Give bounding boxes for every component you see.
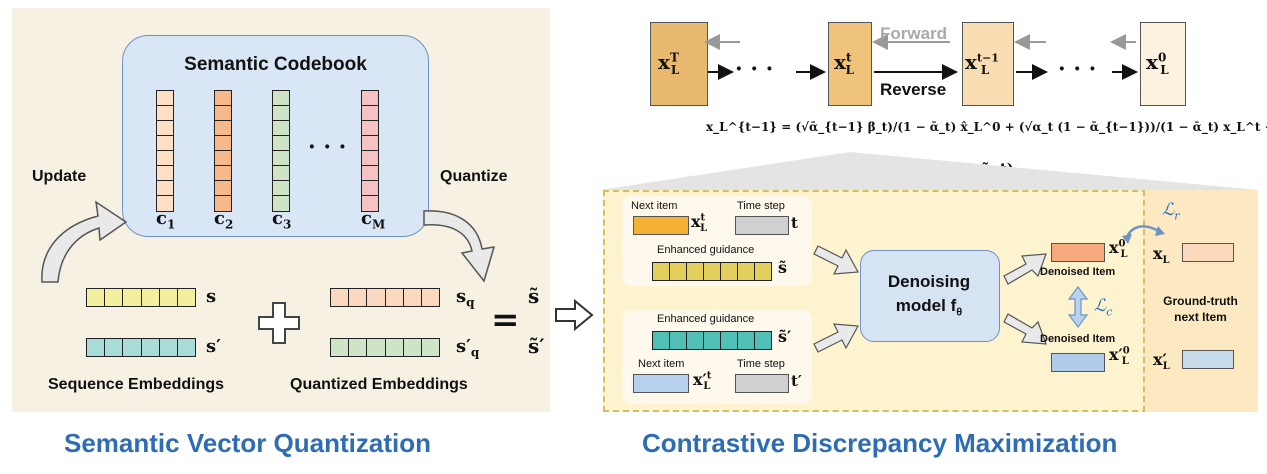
loss-c: ℒc <box>1094 296 1113 319</box>
denoised-item-box-2 <box>1051 353 1105 372</box>
label-xT: xTL <box>658 50 680 77</box>
codebook-dots: · · · <box>308 134 347 160</box>
contrastive-double-arrow <box>1068 286 1088 328</box>
ground-truth-box <box>1182 243 1234 262</box>
code-label-cM: cM <box>361 208 386 232</box>
equation-reverse-step: x_L^{t−1} = (√ᾱ_{t−1} β_t)/(1 − ᾱ_t) x̂_… <box>706 120 1267 134</box>
enhanced-guidance-label-2: Enhanced guidance <box>657 313 755 325</box>
label-xLt-input: xtL <box>691 212 708 235</box>
sequence-embedding-s <box>86 288 196 307</box>
label-s-prime: s′ <box>206 336 221 357</box>
state-x0 <box>1140 22 1186 106</box>
next-item-label: Next item <box>631 200 678 212</box>
denoising-model-line1: Denoising <box>887 272 971 291</box>
forward-label: Forward <box>880 24 948 43</box>
hollow-right-arrow <box>555 298 594 332</box>
reconstruction-arrow <box>1122 225 1165 244</box>
denoising-model-line2: model fθ <box>895 296 963 319</box>
code-label-c3: c3 <box>272 208 292 232</box>
quantize-label: Quantize <box>440 168 508 185</box>
code-vector-c1 <box>156 90 174 212</box>
semantic-vq-title: Semantic Vector Quantization <box>64 428 431 458</box>
time-step-box <box>735 216 789 235</box>
state-xt <box>828 22 872 106</box>
ground-truth-column <box>1143 190 1258 412</box>
label-s-tilde: s̃ <box>528 284 540 308</box>
update-arrow <box>41 200 128 283</box>
chain-dots-1: · · · <box>735 56 774 82</box>
label-s-tilde-prime: s̃′ <box>528 334 545 358</box>
denoised-item-box-1 <box>1051 243 1105 262</box>
sequence-embedding-s-prime <box>86 338 196 357</box>
label-t-prime: t′ <box>791 372 802 390</box>
guidance-s-tilde <box>652 262 772 281</box>
next-item-box-2 <box>633 374 689 393</box>
chain-dots-2: · · · <box>1058 56 1097 82</box>
guidance-s-tilde-prime <box>652 331 772 350</box>
next-item-box <box>633 216 689 235</box>
label-xhat-L0-prime: x′0L <box>1109 345 1130 368</box>
reverse-label: Reverse <box>880 80 947 99</box>
update-label: Update <box>32 168 87 185</box>
plus-icon <box>258 302 300 344</box>
quantized-embeddings-caption: Quantized Embeddings <box>290 376 468 393</box>
label-sq-prime: s′q <box>456 336 480 360</box>
ground-truth-label-2: next Item <box>1174 310 1227 324</box>
denoised-item-label-2: Denoised Item <box>1040 333 1116 345</box>
denoising-model <box>860 250 1000 342</box>
label-sq: sq <box>456 286 475 310</box>
label-xLt-prime-input: x′tL <box>693 370 712 393</box>
contrastive-title: Contrastive Discrepancy Maximization <box>642 428 1118 458</box>
label-xt-minus-1: xt−1L <box>965 50 999 77</box>
label-t: t <box>791 214 798 232</box>
code-vector-cM <box>361 90 379 212</box>
zoom-projection <box>600 152 1258 190</box>
label-guidance-s-tilde: s̃ <box>778 258 788 277</box>
denoised-item-label-1: Denoised Item <box>1040 266 1116 278</box>
state-xT <box>650 22 708 106</box>
ground-truth-box-prime <box>1182 350 1234 369</box>
time-step-label-2: Time step <box>737 358 785 370</box>
sequence-embeddings-caption: Sequence Embeddings <box>48 376 225 393</box>
next-item-label-2: Next item <box>638 358 685 370</box>
label-xL-gt: xL <box>1153 244 1170 267</box>
quantized-embedding-sq-prime <box>330 338 440 357</box>
time-step-label: Time step <box>737 200 785 212</box>
loss-r: ℒr <box>1162 200 1180 223</box>
codebook-title: Semantic Codebook <box>184 54 367 75</box>
time-step-box-2 <box>735 374 789 393</box>
ground-truth-label-1: Ground-truth <box>1163 294 1238 308</box>
code-label-c1: c1 <box>156 208 176 232</box>
quantize-arrow <box>423 210 496 283</box>
equals-sign: = <box>491 300 520 340</box>
label-xL-prime-gt: x′L <box>1153 350 1170 373</box>
model-arrows <box>813 245 1047 353</box>
label-x0: x0L <box>1146 50 1169 77</box>
code-vector-c2 <box>214 90 232 212</box>
label-guidance-s-tilde-prime: s̃′ <box>778 327 792 346</box>
label-xhat-L0: x0L <box>1109 238 1128 261</box>
quantized-embedding-sq <box>330 288 440 307</box>
label-xt: xtL <box>834 50 854 77</box>
state-xt-minus-1 <box>962 22 1014 106</box>
code-label-c2: c2 <box>214 208 234 232</box>
code-vector-c3 <box>272 90 290 212</box>
enhanced-guidance-label: Enhanced guidance <box>657 244 755 256</box>
diffusion-chain-arrows <box>704 34 1138 80</box>
label-s: s <box>206 286 217 307</box>
